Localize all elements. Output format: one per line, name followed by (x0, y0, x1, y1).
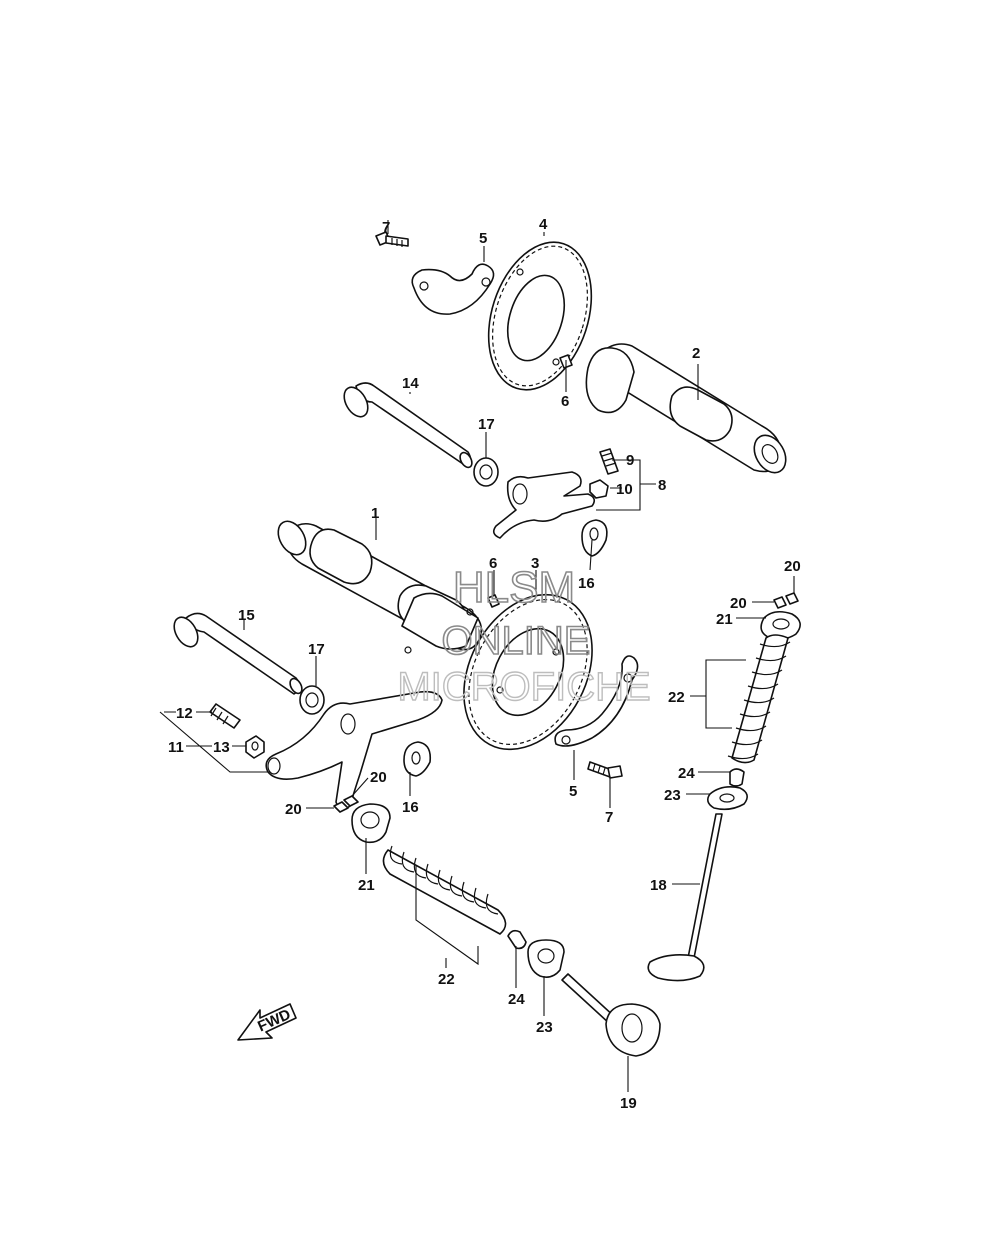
label-10: 10 (616, 481, 633, 498)
label-1: 1 (371, 505, 379, 522)
label-20-right-b: 20 (730, 595, 747, 612)
bolt-lower[interactable] (587, 761, 623, 779)
label-24-lower: 24 (508, 991, 525, 1008)
stem-seal-right[interactable] (729, 768, 745, 787)
label-6-upper: 6 (561, 393, 569, 410)
label-21-lower: 21 (358, 877, 375, 894)
dowel-pin-lower[interactable] (487, 594, 500, 608)
label-9: 9 (626, 452, 634, 469)
bolt-upper[interactable] (375, 231, 409, 247)
label-21-right: 21 (716, 611, 733, 628)
label-3: 3 (531, 555, 539, 572)
label-5-lower: 5 (569, 783, 577, 800)
rocker-arm-upper[interactable] (492, 471, 596, 539)
fwd-label: FWD (255, 1006, 293, 1035)
valve-lower[interactable] (561, 973, 661, 1057)
label-14: 14 (402, 375, 419, 392)
valve-spring-right[interactable] (727, 634, 791, 764)
label-22-lower: 22 (438, 971, 455, 988)
spring-retainer-lower[interactable] (351, 803, 391, 844)
valve-spring-lower[interactable] (382, 845, 507, 935)
label-18: 18 (650, 877, 667, 894)
label-16-lower: 16 (402, 799, 419, 816)
adjuster-screw-upper[interactable] (599, 448, 619, 475)
label-13: 13 (213, 739, 230, 756)
valve-right[interactable] (647, 813, 723, 982)
retainer-plate-lower[interactable] (554, 655, 639, 747)
camshaft-lower[interactable] (273, 516, 483, 654)
label-6-lower: 6 (489, 555, 497, 572)
label-23-right: 23 (664, 787, 681, 804)
label-19: 19 (620, 1095, 637, 1112)
label-11: 11 (168, 739, 184, 756)
washer-lower[interactable] (299, 685, 325, 715)
lock-nut-lower[interactable] (245, 735, 265, 759)
label-15: 15 (238, 607, 255, 624)
label-8: 8 (658, 477, 666, 494)
rocker-shaft-lower[interactable] (169, 612, 304, 695)
label-17-upper: 17 (478, 416, 495, 433)
label-23-lower: 23 (536, 1019, 553, 1036)
label-16-upper: 16 (578, 575, 595, 592)
label-4: 4 (539, 216, 548, 233)
watermark-line-3: MICROFICHE (397, 665, 650, 709)
label-7-lower: 7 (605, 809, 613, 826)
watermark-line-2: ONLINE (442, 619, 591, 663)
label-20-lower-a: 20 (370, 769, 387, 786)
rocker-shaft-upper[interactable] (339, 382, 474, 469)
camshaft-upper[interactable] (585, 343, 792, 478)
valve-cotter-right[interactable] (773, 592, 799, 609)
label-12: 12 (176, 705, 193, 722)
spring-seat-lower[interactable] (527, 939, 565, 978)
label-2: 2 (692, 345, 700, 362)
label-5-upper: 5 (479, 230, 487, 247)
retainer-plate-upper[interactable] (411, 263, 495, 315)
leader-lines (159, 220, 795, 1092)
label-7-upper: 7 (382, 219, 390, 236)
label-20-lower-b: 20 (285, 801, 302, 818)
fwd-arrow-icon: FWD (237, 1003, 297, 1041)
valve-cotter-lower[interactable] (333, 795, 359, 813)
washer-upper[interactable] (473, 457, 499, 487)
watermark-line-1: HLSM (453, 563, 575, 612)
label-17-lower: 17 (308, 641, 325, 658)
label-24-right: 24 (678, 765, 695, 782)
watermark: HLSM ONLINE MICROFICHE (397, 562, 652, 710)
follower-plate-upper[interactable] (581, 519, 608, 557)
stem-seal-lower[interactable] (507, 929, 527, 950)
spring-retainer-right[interactable] (760, 610, 801, 641)
spring-seat-right[interactable] (706, 786, 748, 811)
cam-sprocket-lower[interactable] (438, 572, 617, 771)
adjuster-screw-lower[interactable] (209, 703, 241, 729)
label-20-right-a: 20 (784, 558, 801, 575)
follower-plate-lower[interactable] (403, 741, 432, 777)
part-labels: 7 5 4 6 2 14 17 9 10 8 1 6 3 16 15 17 12… (168, 216, 801, 1112)
label-22-right: 22 (668, 689, 685, 706)
cam-sprocket-upper[interactable] (471, 229, 609, 403)
lock-nut-upper[interactable] (589, 479, 609, 499)
